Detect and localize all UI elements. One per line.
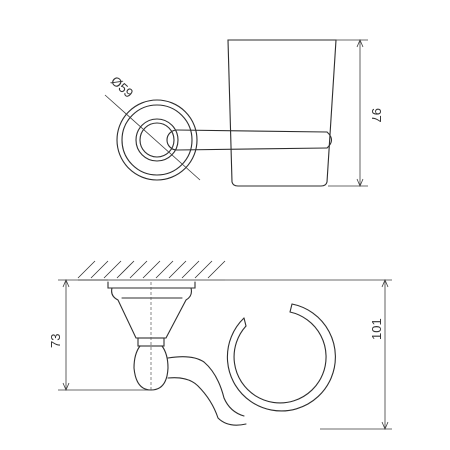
- top-height-label: 97: [369, 108, 384, 122]
- top-view: Ø59 97: [104, 38, 384, 188]
- total-height-dimension: 101: [225, 278, 392, 431]
- wall-hatch: [77, 260, 226, 281]
- total-height-label: 101: [369, 318, 384, 340]
- side-height-label: 73: [48, 334, 63, 348]
- top-height-dimension: 97: [328, 38, 384, 188]
- side-height-dimension: 73: [48, 278, 150, 392]
- wall-flange-top: [116, 99, 198, 181]
- support-arm-front: [167, 356, 247, 426]
- glass-top-view: [227, 39, 337, 187]
- front-view: 73 101: [48, 260, 392, 431]
- mount-bracket-front: [107, 281, 196, 392]
- diameter-label: Ø59: [108, 73, 136, 101]
- support-arm-top: [166, 129, 328, 151]
- glass-ring-front: [226, 303, 336, 412]
- ring-holder-top: [326, 131, 333, 149]
